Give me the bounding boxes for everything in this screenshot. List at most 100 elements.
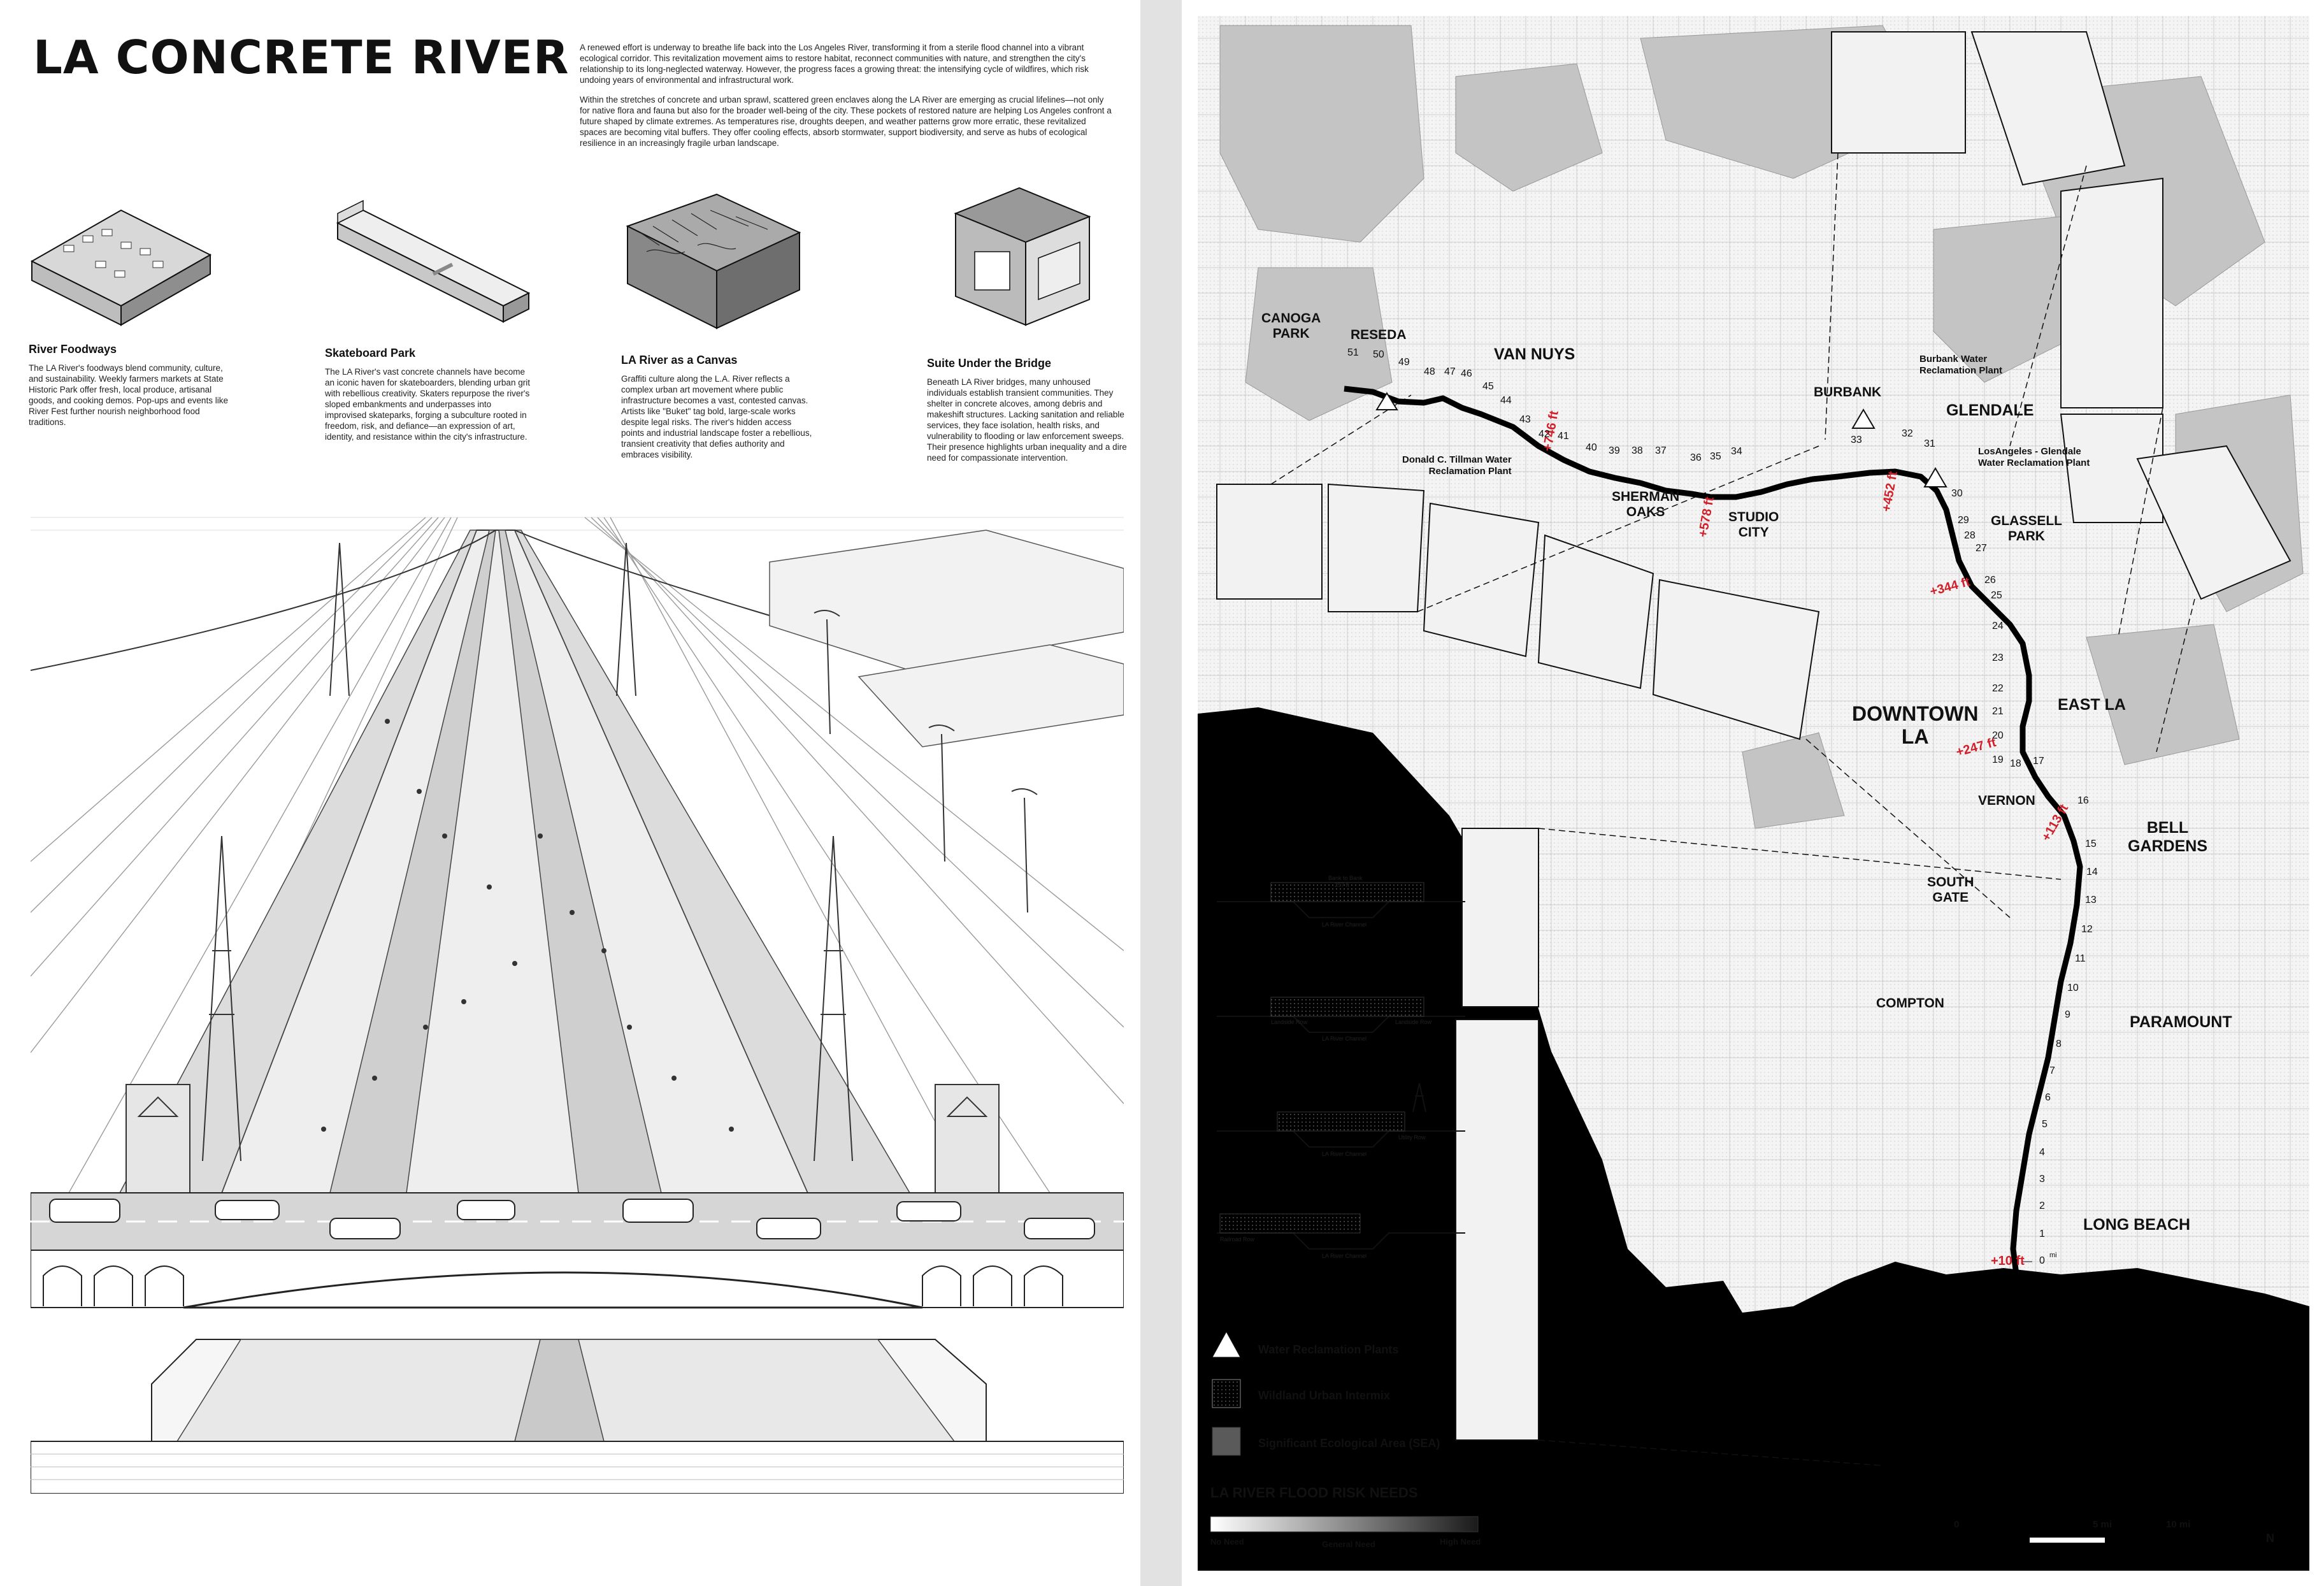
suite-under-bridge-drawing [954, 187, 1091, 326]
legend-sea: Significant Ecological Area (SEA) [1258, 1437, 1440, 1450]
section-label: LA River Channel [1322, 1151, 1367, 1157]
section-label: Utility Row [1398, 1134, 1426, 1141]
scale-10: 10 mi [2166, 1519, 2191, 1530]
mile-marker: 29 [1958, 515, 1969, 526]
mile-marker: 15 [2085, 839, 2097, 849]
mile-marker: 18 [2010, 758, 2021, 769]
mile-marker: 10 [2067, 983, 2079, 993]
mile-marker: 37 [1655, 445, 1667, 456]
section-label: 257 ft [1335, 882, 1349, 888]
label-burbank-plant: Burbank Water Reclamation Plant [1919, 354, 2003, 376]
mile-marker: 4 [2039, 1147, 2045, 1158]
section-label: LA River Channel [1322, 921, 1367, 928]
skateboard-park-drawing [336, 199, 531, 323]
label-reseda: RESEDA [1351, 328, 1407, 342]
vignette-text: The LA River's foodways blend community,… [29, 363, 228, 427]
label-downtown-la: DOWNTOWN LA [1852, 702, 1979, 748]
elevation-label: +10 ft [1991, 1254, 2025, 1268]
mile-marker: 16 [2077, 795, 2089, 806]
mile-marker: 27 [1976, 543, 1987, 554]
label-paramount: PARAMOUNT [2130, 1013, 2232, 1031]
mile-marker: 33 [1851, 435, 1862, 445]
scale-5: 5 mi [2093, 1519, 2112, 1530]
river-perspective-drawing [31, 505, 1124, 1494]
mile-marker: 17 [2033, 756, 2044, 767]
flood-no-need: No Need [1210, 1537, 1244, 1546]
label-sherman-oaks: SHERMAN OAKS [1612, 489, 1680, 519]
mile-unit: mi [2049, 1251, 2057, 1259]
vignette-text: The LA River's vast concrete channels ha… [325, 367, 530, 442]
label-canoga-park: CANOGA PARK [1261, 311, 1321, 341]
canvas-drawing [626, 193, 801, 329]
section-label: Landside Row [1271, 1019, 1308, 1025]
river-foodways-drawing [30, 209, 212, 326]
page-title: LA CONCRETE RIVER [33, 31, 570, 84]
mile-marker: 8 [2056, 1039, 2062, 1049]
mile-marker: 50 [1373, 349, 1384, 360]
section-label: Railroad Row [1220, 1236, 1255, 1243]
mile-marker: 20 [1992, 730, 2004, 741]
vignette-title: Skateboard Park [325, 347, 416, 359]
label-long-beach: LONG BEACH [2083, 1216, 2191, 1234]
mile-marker: 48 [1424, 366, 1435, 377]
mile-marker: 45 [1482, 381, 1494, 392]
mile-marker: 26 [1984, 575, 1996, 586]
label-burbank: BURBANK [1814, 385, 1882, 400]
vignette-title: Suite Under the Bridge [927, 357, 1052, 370]
section-label: LA River Channel [1322, 1035, 1367, 1042]
section-label: LA River Channel [1322, 1253, 1367, 1259]
label-east-la: EAST LA [2058, 696, 2126, 714]
map-base [1198, 16, 2309, 1571]
mile-marker: 9 [2065, 1009, 2070, 1020]
label-glendale-plant: LosAngeles - Glendale Water Reclamation … [1978, 446, 2090, 468]
mile-marker: 21 [1992, 706, 2004, 717]
vignette-skateboard-park: Skateboard Park The LA River's vast conc… [325, 347, 535, 442]
mile-marker: 11 [2075, 953, 2086, 964]
label-tillman-plant: Donald C. Tillman Water Reclamation Plan… [1402, 454, 1512, 477]
vignette-text: Beneath LA River bridges, many unhoused … [927, 377, 1127, 463]
mile-marker: 5 [2042, 1119, 2048, 1130]
right-board: CANOGA PARK RESEDA VAN NUYS BURBANK GLEN… [1182, 0, 2324, 1586]
intro-paragraph-1: A renewed effort is underway to breathe … [580, 43, 1089, 85]
mile-marker: 43 [1519, 414, 1531, 425]
intro-text: A renewed effort is underway to breathe … [580, 42, 1115, 157]
flood-general-need: General Need [1322, 1539, 1375, 1549]
mile-marker: 6 [2045, 1092, 2051, 1103]
vignette-text: Graffiti culture along the L.A. River re… [621, 374, 812, 459]
mile-marker: 2 [2039, 1200, 2045, 1211]
label-vernon: VERNON [1978, 793, 2035, 808]
mile-marker: 40 [1586, 442, 1597, 453]
mile-marker: 38 [1632, 445, 1643, 456]
label-glendale: GLENDALE [1946, 401, 2034, 419]
mile-marker: 22 [1992, 683, 2004, 694]
mile-marker: 36 [1690, 452, 1702, 463]
mile-marker: 46 [1461, 368, 1472, 379]
mile-marker: 25 [1991, 590, 2002, 601]
mile-marker: 42 [1539, 429, 1550, 440]
mile-marker: 41 [1558, 431, 1569, 442]
mile-marker: 47 [1444, 366, 1456, 377]
flood-high-need: High Need [1440, 1537, 1481, 1546]
flood-risk-title: LA RIVER FLOOD RISK NEEDS [1210, 1485, 1418, 1501]
vignette-suite-under-bridge: Suite Under the Bridge Beneath LA River … [927, 357, 1131, 463]
label-studio-city: STUDIO CITY [1728, 510, 1779, 540]
label-bell-gardens: BELL GARDENS [2128, 819, 2208, 855]
mile-marker: 24 [1992, 621, 2004, 631]
mile-marker: 7 [2049, 1065, 2055, 1076]
mile-marker: 32 [1902, 428, 1913, 439]
label-van-nuys: VAN NUYS [1494, 345, 1575, 363]
mile-marker: 39 [1609, 445, 1620, 456]
mile-marker: 31 [1924, 438, 1935, 449]
label-glassell-park: GLASSELL PARK [1991, 514, 2063, 544]
label-compton: COMPTON [1876, 996, 1944, 1011]
mile-marker: 14 [2086, 867, 2098, 877]
mile-marker: 44 [1500, 395, 1512, 406]
vignette-title: LA River as a Canvas [621, 354, 738, 366]
mile-marker: 34 [1731, 446, 1742, 457]
mile-marker: 30 [1951, 488, 1963, 499]
mile-marker: 0 [2039, 1255, 2045, 1266]
legend-wildland: Wildland Urban Intermix [1258, 1389, 1390, 1402]
mile-marker: 12 [2081, 924, 2093, 935]
mile-marker: 23 [1992, 652, 2004, 663]
legend-plants: Water Reclamation Plants [1258, 1343, 1399, 1356]
